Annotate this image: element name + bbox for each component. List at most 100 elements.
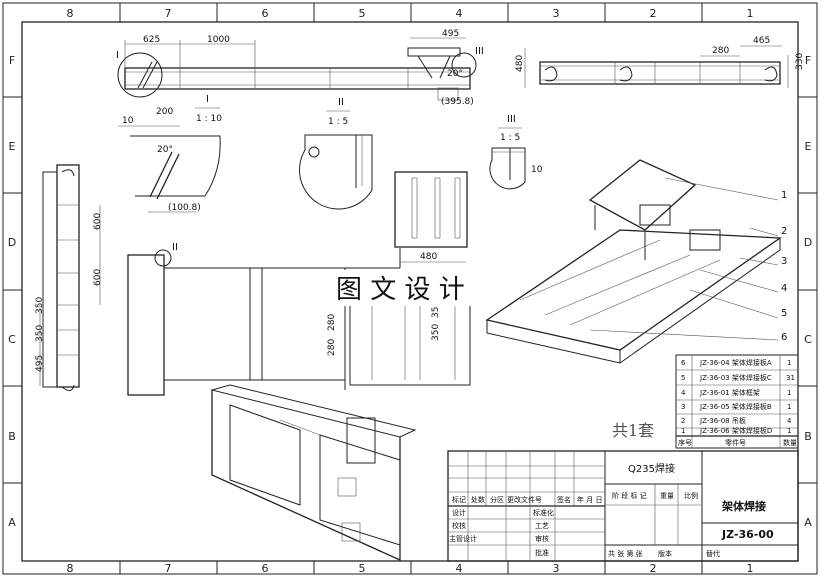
svg-text:5: 5 (359, 562, 366, 575)
svg-text:更改文件号: 更改文件号 (507, 495, 542, 504)
stage-mark: 阶 段 标 记 (612, 491, 647, 500)
svg-text:签名: 签名 (557, 495, 571, 504)
isometric-assembly-view (485, 159, 782, 364)
svg-text:C: C (8, 333, 16, 346)
svg-text:3: 3 (553, 562, 560, 575)
mark-I: I (116, 50, 119, 61)
dim-10-b: 10 (531, 165, 543, 175)
balloon-1: 1 (781, 190, 787, 201)
dim-1000: 1000 (207, 35, 230, 45)
svg-text:E: E (9, 140, 16, 153)
svg-text:1: 1 (787, 403, 791, 411)
svg-text:1: 1 (787, 427, 791, 435)
svg-text:处数: 处数 (471, 495, 485, 504)
detail-view-I: I 1 : 10 10 200 20° (100.8) (118, 94, 222, 213)
svg-text:4: 4 (681, 389, 686, 397)
inner-frame (21, 21, 799, 562)
zone-labels-right: F E D C B A (804, 54, 812, 529)
svg-text:JZ-36-06 架体焊接板D: JZ-36-06 架体焊接板D (699, 426, 772, 435)
zone-col-1: 1 (747, 7, 754, 20)
svg-text:JZ-36-05 架体焊接板B: JZ-36-05 架体焊接板B (699, 402, 772, 411)
svg-text:工艺: 工艺 (535, 522, 549, 530)
left-section-view: 600 600 350 350 495 (35, 164, 103, 391)
svg-text:校核: 校核 (452, 521, 466, 530)
zone-col-4: 4 (456, 7, 463, 20)
balloon-6: 6 (781, 332, 787, 343)
side-elevation-view: 480 330 280 465 (515, 36, 805, 88)
dim-100-8: (100.8) (168, 203, 201, 213)
dim-10: 10 (122, 116, 134, 126)
dim-200: 200 (156, 107, 173, 117)
zone-col-7: 7 (165, 7, 172, 20)
version-label: 版本 (658, 549, 672, 558)
detail-circle-II (154, 249, 172, 267)
svg-text:主管设计: 主管设计 (449, 534, 477, 543)
dim-350-a: 350 (35, 297, 45, 314)
material-label: Q235焊接 (628, 462, 675, 475)
svg-text:审核: 审核 (535, 534, 549, 543)
svg-text:3: 3 (681, 403, 685, 411)
dim-350-c: 350 (431, 301, 441, 318)
svg-text:6: 6 (681, 359, 686, 367)
svg-text:B: B (8, 430, 16, 443)
dim-280-a: 280 (327, 314, 337, 331)
balloon-4: 4 (781, 283, 787, 294)
zone-labels-bottom: 8 7 6 5 4 3 2 1 (67, 562, 754, 575)
bom-header-qty: 数量 (783, 438, 797, 447)
drawing-title: 架体焊接 (721, 499, 766, 513)
zone-col-5: 5 (359, 7, 366, 20)
svg-text:JZ-36-01 架体框架: JZ-36-01 架体框架 (699, 388, 760, 397)
watermark-text: 图 文 设 计 (336, 275, 465, 305)
svg-text:1: 1 (747, 562, 754, 575)
dim-330: 330 (795, 53, 805, 70)
dim-495-v: 495 (35, 355, 45, 372)
dim-465: 465 (753, 36, 770, 46)
title-block: Q235焊接 架体焊接 JZ-36-00 阶 段 标 记 重量 比例 标记 处数… (447, 450, 799, 562)
dim-350-d: 350 (431, 324, 441, 341)
svg-text:F: F (805, 54, 811, 67)
dim-495: 495 (442, 29, 459, 39)
drawing-number: JZ-36-00 (721, 528, 774, 541)
balloon-2: 2 (781, 226, 787, 237)
zone-col-3: 3 (553, 7, 560, 20)
svg-text:批准: 批准 (535, 548, 549, 557)
dim-280-b: 280 (327, 339, 337, 356)
svg-text:B: B (804, 430, 812, 443)
svg-text:分区: 分区 (490, 495, 504, 504)
svg-text:E: E (805, 140, 812, 153)
svg-text:C: C (804, 333, 812, 346)
svg-text:JZ-36-04 架体焊接板A: JZ-36-04 架体焊接板A (699, 358, 772, 367)
set-count: 共1套 (612, 421, 654, 440)
detail-view-II: II 1 : 5 (298, 97, 373, 210)
mark-III: III (475, 46, 484, 57)
dim-480-v: 480 (515, 55, 525, 72)
watermark-bg (332, 270, 490, 306)
bom-table: 6 JZ-36-04 架体焊接板A 1 5 JZ-36-03 架体焊接板C 31… (675, 354, 799, 449)
svg-text:2: 2 (650, 562, 657, 575)
svg-text:4: 4 (787, 417, 792, 425)
zone-col-8: 8 (67, 7, 74, 20)
dim-350-b: 350 (35, 325, 45, 342)
balloon-leaders: 1 2 3 4 5 6 (589, 177, 787, 343)
svg-text:1: 1 (681, 427, 685, 435)
svg-text:JZ-36-08 吊板: JZ-36-08 吊板 (699, 416, 746, 425)
svg-text:1: 1 (787, 389, 791, 397)
detail-view-III: III 1 : 5 10 (489, 114, 543, 190)
detail-circle-I (117, 52, 163, 98)
balloon-5: 5 (781, 308, 787, 319)
svg-text:标准化: 标准化 (533, 508, 554, 517)
svg-text:F: F (9, 54, 15, 67)
zone-labels-left: F E D C B A (8, 54, 16, 529)
detail-I-label: I (206, 94, 209, 105)
zone-col-6: 6 (262, 7, 269, 20)
svg-text:4: 4 (456, 562, 463, 575)
plan-view: 480 II 280 280 350 350 (127, 171, 471, 396)
detail-III-label: III (507, 114, 516, 125)
balloon-3: 3 (781, 256, 787, 267)
svg-text:31: 31 (786, 374, 795, 382)
bom-header-no: 序号 (678, 438, 692, 447)
svg-text:JZ-36-03 架体焊接板C: JZ-36-03 架体焊接板C (699, 373, 772, 382)
dim-20deg: 20° (447, 69, 463, 79)
